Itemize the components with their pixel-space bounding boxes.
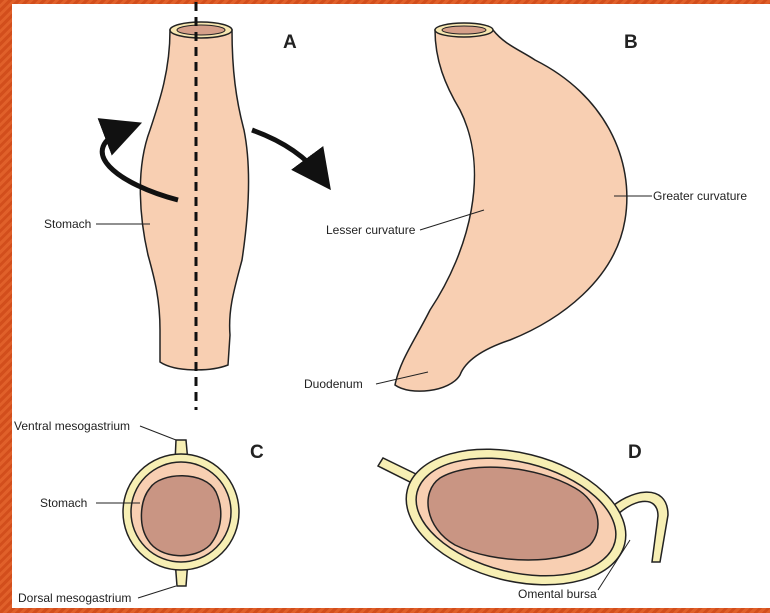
panel-letter-c: C bbox=[250, 442, 264, 463]
stomach-tube-a bbox=[139, 29, 250, 371]
dorsal-mesentery-d bbox=[605, 491, 669, 563]
stomach-lumen-d bbox=[427, 466, 599, 561]
panel-letter-d: D bbox=[628, 442, 642, 463]
stomach-label-a: Stomach bbox=[44, 217, 91, 231]
panel-letter-b: B bbox=[624, 32, 638, 53]
stomach-lumen-c bbox=[140, 475, 222, 557]
lesser-curvature-label: Lesser curvature bbox=[326, 223, 416, 237]
rotation-arrow-left bbox=[97, 118, 179, 203]
panel-a: Stomach A bbox=[44, 2, 331, 410]
stomach-label-c: Stomach bbox=[40, 496, 87, 510]
dorsal-mesogastrium-label: Dorsal mesogastrium bbox=[18, 591, 131, 605]
panel-d: Omental bursa D bbox=[376, 442, 669, 601]
panel-c: Ventral mesogastrium Stomach Dorsal meso… bbox=[14, 419, 264, 605]
omental-bursa-label: Omental bursa bbox=[518, 587, 597, 601]
rotation-arrow-right bbox=[251, 127, 331, 191]
panel-b: Lesser curvature Greater curvature Duode… bbox=[304, 22, 747, 392]
panel-letter-a: A bbox=[283, 32, 297, 53]
ventral-mesogastrium-label: Ventral mesogastrium bbox=[14, 419, 130, 433]
greater-curvature-label: Greater curvature bbox=[653, 189, 747, 203]
stomach-shape-b bbox=[394, 29, 628, 392]
duodenum-label: Duodenum bbox=[304, 377, 363, 391]
